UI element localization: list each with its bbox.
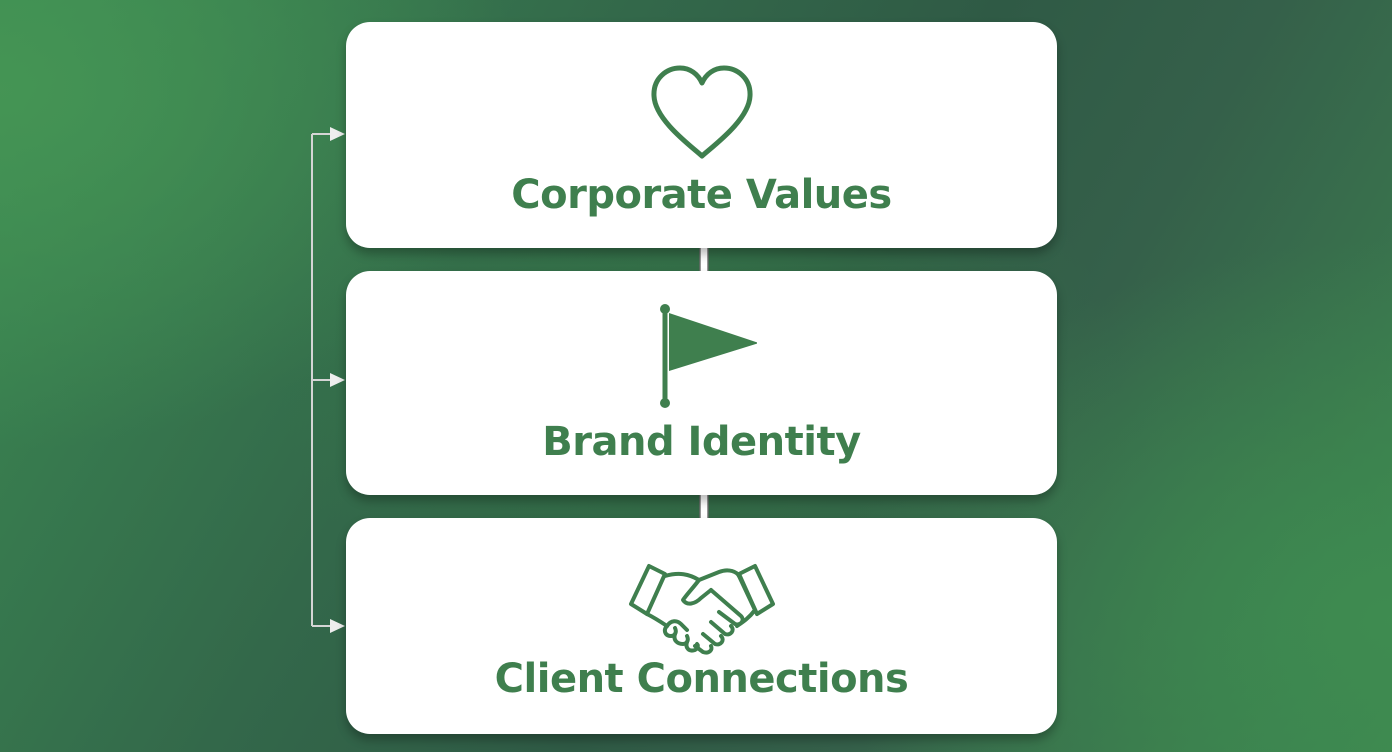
left-bracket-connector bbox=[311, 127, 345, 633]
step-box-client-connections: Client Connections bbox=[346, 518, 1057, 734]
step-box-corporate-values: Corporate Values bbox=[346, 22, 1057, 248]
step-label: Client Connections bbox=[494, 656, 909, 702]
flag-icon bbox=[647, 301, 759, 415]
step-label: Brand Identity bbox=[542, 419, 861, 465]
heart-icon bbox=[647, 64, 757, 166]
step-label: Corporate Values bbox=[511, 172, 892, 218]
handshake-icon bbox=[627, 560, 777, 660]
step-box-brand-identity: Brand Identity bbox=[346, 271, 1057, 495]
